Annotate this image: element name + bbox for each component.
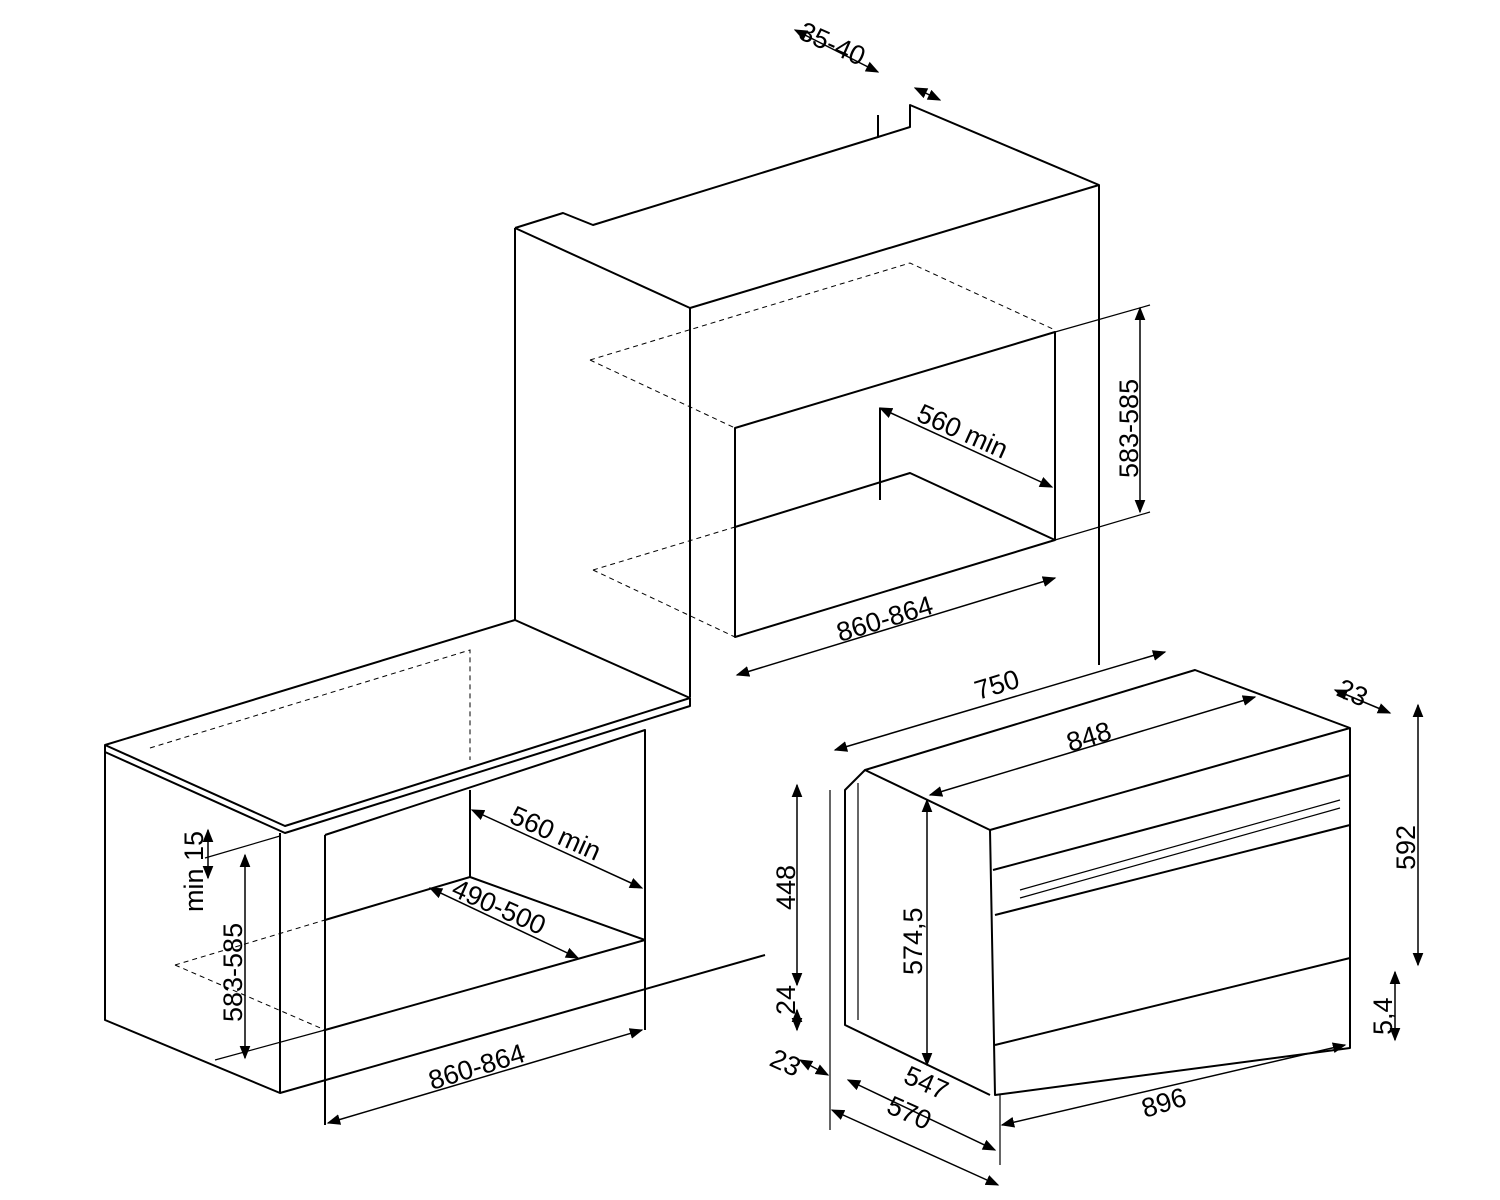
label-oven-foot: 5,4 xyxy=(1368,997,1398,1035)
label-oven-depth-top: 750 xyxy=(971,664,1023,706)
label-oven-front-width: 896 xyxy=(1138,1082,1190,1124)
label-oven-side-height: 448 xyxy=(771,865,801,910)
under-counter-cabinet xyxy=(104,619,766,1125)
label-oven-bottom-offset: 23 xyxy=(766,1043,806,1083)
label-oven-gap: 24 xyxy=(771,985,801,1015)
label-tall-depth: 560 min xyxy=(913,398,1013,464)
label-oven-front-height: 574,5 xyxy=(898,907,928,975)
label-oven-height: 592 xyxy=(1391,825,1421,870)
label-under-inner-depth: 490-500 xyxy=(448,873,551,941)
dimension-lines xyxy=(202,29,1424,1186)
label-oven-body-width: 848 xyxy=(1063,716,1115,758)
label-tall-height: 583-585 xyxy=(1114,379,1144,478)
label-tall-width: 860-864 xyxy=(833,590,937,648)
label-top-offset: 35-40 xyxy=(795,16,870,71)
label-under-depth: 560 min xyxy=(506,800,606,866)
label-oven-panel-depth: 23 xyxy=(1333,673,1373,713)
label-under-min: min 15 xyxy=(179,831,209,912)
dimension-labels: 35-40 583-585 560 min 860-864 750 23 848… xyxy=(179,16,1421,1136)
label-under-height: 583-585 xyxy=(218,923,248,1022)
tall-cabinet xyxy=(514,104,1151,697)
